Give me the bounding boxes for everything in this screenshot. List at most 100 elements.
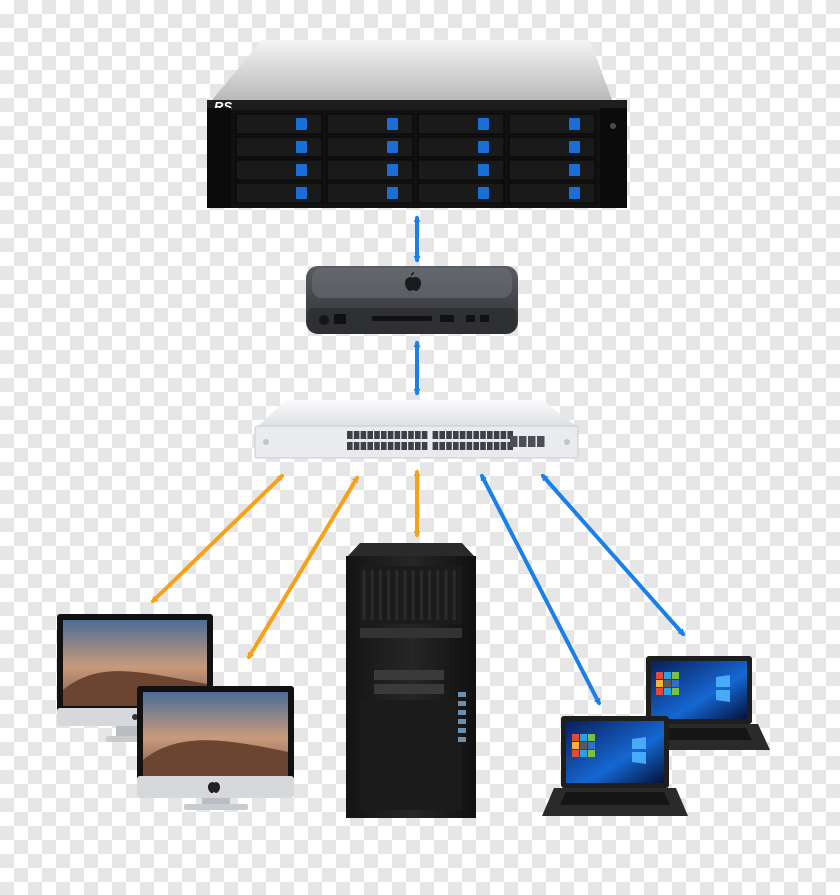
link-switch-to-imac-1 xyxy=(150,474,285,603)
link-switch-to-laptop-2 xyxy=(541,473,685,637)
windows-logo-icon xyxy=(716,675,730,702)
usb-port-2 xyxy=(480,315,489,322)
start-tile xyxy=(672,680,679,687)
tower-io-port xyxy=(458,728,466,733)
switch-port xyxy=(347,431,353,439)
drive-bay-latch xyxy=(387,141,398,153)
server-left-ear xyxy=(207,108,231,208)
switch-port xyxy=(374,431,380,439)
tower-lower-grille xyxy=(360,700,462,810)
switch-port xyxy=(421,442,428,450)
start-tile xyxy=(664,680,671,687)
drive-bay xyxy=(417,136,505,158)
drive-bay-latch xyxy=(387,187,398,199)
drive-bay xyxy=(235,159,323,181)
switch-port xyxy=(480,442,486,450)
ethernet-port-icon xyxy=(334,314,346,324)
switch-port xyxy=(353,442,360,450)
start-tile xyxy=(656,672,663,679)
laptop-2-start-tiles xyxy=(656,672,679,695)
start-tile xyxy=(664,688,671,695)
power-button-icon xyxy=(610,123,616,129)
drive-bay-latch xyxy=(478,118,489,130)
switch-port xyxy=(394,431,401,439)
mac-mini xyxy=(306,266,518,334)
switch-port xyxy=(360,442,367,450)
start-tile xyxy=(656,688,663,695)
thunderbolt-ports xyxy=(372,316,432,321)
drive-bay-latch xyxy=(296,187,307,199)
apple-logo-icon xyxy=(405,272,421,291)
drive-bay xyxy=(326,136,414,158)
drive-bay-latch xyxy=(569,118,580,130)
start-tile xyxy=(572,750,579,757)
switch-port xyxy=(473,442,479,450)
start-tile xyxy=(588,742,595,749)
tower-io-port xyxy=(458,719,466,724)
uplink-port xyxy=(537,436,545,447)
switch-port xyxy=(459,431,466,439)
switch-port xyxy=(374,442,380,450)
links xyxy=(150,215,685,706)
mac-mini-power-button-icon xyxy=(319,315,329,325)
laptop-1-start-tiles xyxy=(572,734,595,757)
switch-port xyxy=(347,442,353,450)
switch-port xyxy=(394,442,401,450)
switch-port xyxy=(500,431,507,439)
switch-port xyxy=(415,431,421,439)
imac-2 xyxy=(137,686,294,810)
storage-server: RS xyxy=(207,40,627,208)
switch-port xyxy=(367,431,373,439)
start-tile xyxy=(580,742,587,749)
drive-bay-latch xyxy=(387,118,398,130)
laptop-1 xyxy=(542,716,688,816)
tower-io-port xyxy=(458,692,466,697)
start-tile xyxy=(672,672,679,679)
switch-port xyxy=(381,442,387,450)
start-tile xyxy=(580,750,587,757)
imac-1-apple-logo-icon xyxy=(132,714,138,720)
drive-bay-latch xyxy=(296,164,307,176)
drive-bay xyxy=(235,182,323,204)
switch-port xyxy=(367,442,373,450)
uplink-port xyxy=(519,436,527,447)
switch-port xyxy=(439,431,445,439)
tower-top xyxy=(348,543,474,556)
switch-port xyxy=(473,431,479,439)
drive-bay-latch xyxy=(569,141,580,153)
switch-port xyxy=(466,431,473,439)
link-switch-to-laptop-1 xyxy=(480,473,601,706)
drive-bay-latch xyxy=(296,141,307,153)
switch-port xyxy=(401,431,407,439)
start-tile xyxy=(672,688,679,695)
start-tile xyxy=(580,734,587,741)
imac-2-foot xyxy=(184,804,248,810)
drive-bay xyxy=(417,182,505,204)
start-tile xyxy=(588,750,595,757)
usb-port-1 xyxy=(466,315,475,322)
imac-2-apple-logo-icon xyxy=(208,782,220,793)
tower-drive-bay xyxy=(374,670,444,680)
drive-bay xyxy=(508,182,596,204)
server-top-panel xyxy=(212,40,612,100)
switch-port xyxy=(360,431,367,439)
tower-io-port xyxy=(458,737,466,742)
imac-2-dune xyxy=(143,740,288,776)
drive-bay-latch xyxy=(569,164,580,176)
tower-front-io xyxy=(458,692,466,742)
server-bezel-strip xyxy=(207,100,627,110)
drive-bay-latch xyxy=(569,187,580,199)
switch-port xyxy=(459,442,466,450)
switch-port xyxy=(446,431,452,439)
switch-port xyxy=(487,442,493,450)
drive-bay xyxy=(508,113,596,135)
drive-bay xyxy=(417,113,505,135)
start-tile xyxy=(588,734,595,741)
switch-port xyxy=(408,442,414,450)
switch-mount-hole-left xyxy=(263,439,269,445)
start-tile xyxy=(572,742,579,749)
start-tile xyxy=(664,672,671,679)
drive-bay-latch xyxy=(387,164,398,176)
switch-port xyxy=(432,442,439,450)
